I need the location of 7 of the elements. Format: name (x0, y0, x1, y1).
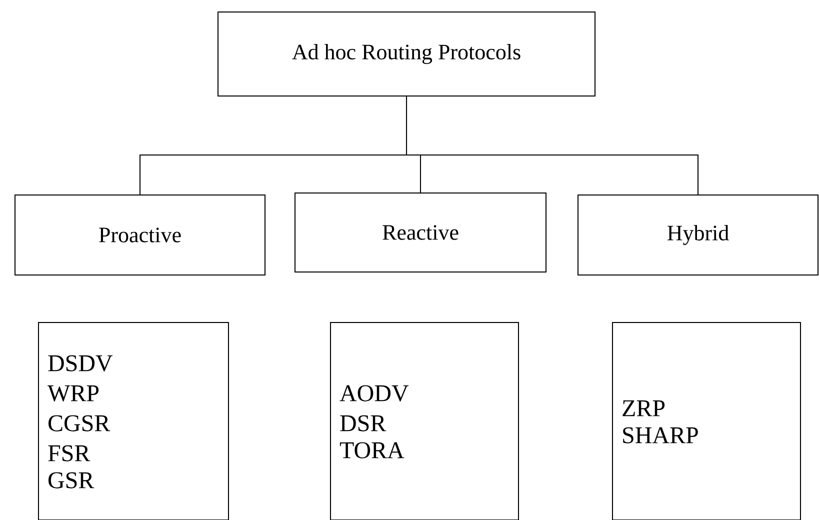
category-box: Hybrid (578, 194, 818, 276)
protocol-list-box: AODV DSR TORA (330, 322, 519, 520)
category-box: Reactive (294, 192, 546, 272)
category-box: Proactive (14, 194, 266, 276)
protocol-list-box: DSDV WRP CGSR FSR GSR (38, 322, 229, 520)
protocol-list-box: ZRP SHARP (612, 322, 801, 520)
root-box: Ad hoc Routing Protocols (218, 12, 596, 96)
